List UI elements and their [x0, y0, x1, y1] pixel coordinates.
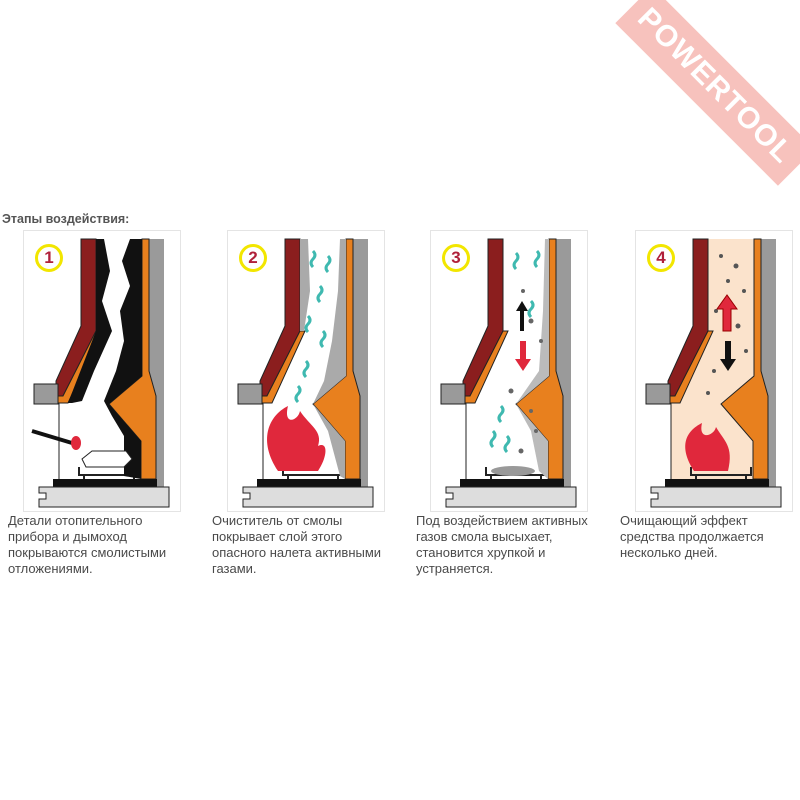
fireplace-drying-diagram [431, 231, 589, 513]
stage-1-illustration: 1 [23, 230, 181, 512]
stage-4-illustration: 4 [635, 230, 793, 512]
stage-1-caption: Детали отопительного прибора и дымоход п… [8, 513, 167, 576]
stage-number-badge: 2 [239, 244, 267, 272]
watermark: POWERTOOL [615, 0, 800, 186]
stages-heading: Этапы воздействия: [2, 212, 130, 226]
fireplace-soot-diagram [31, 231, 182, 513]
fireplace-gas-diagram [228, 231, 386, 513]
fireplace-clean-diagram [636, 231, 794, 513]
stage-2-illustration: 2 [227, 230, 385, 512]
stage-3-caption: Под воздействием активных газов смола вы… [416, 513, 588, 576]
stage-number-badge: 4 [647, 244, 675, 272]
stage-4-caption: Очищающий эффект средства продолжается н… [620, 513, 764, 560]
stage-3-illustration: 3 [430, 230, 588, 512]
stage-number-badge: 1 [35, 244, 63, 272]
stage-2-caption: Очиститель от смолы покрывает слой этого… [212, 513, 382, 576]
stage-number-badge: 3 [442, 244, 470, 272]
